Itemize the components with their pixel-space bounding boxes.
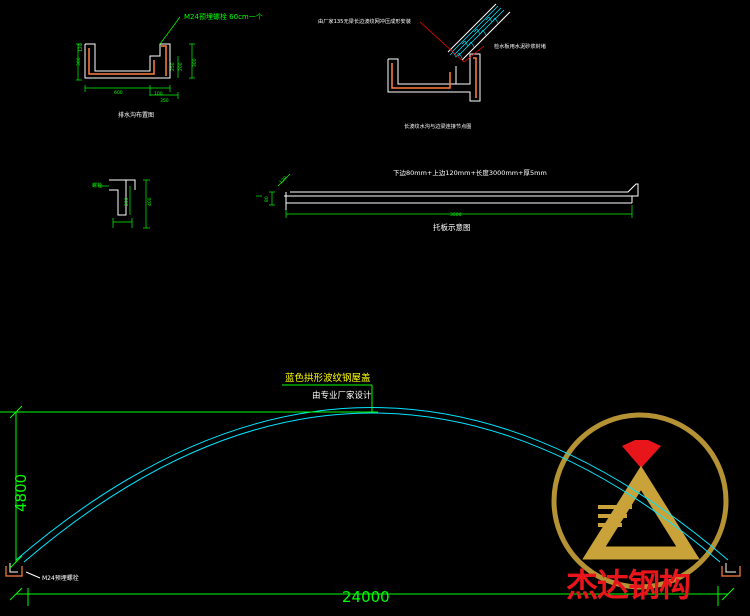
channel-dim-300-right: 300 — [192, 58, 198, 67]
plate-detail: 下边80mm+上边120mm+长度3000mm+厚5mm 120 80 3000… — [256, 168, 639, 232]
plate-caption: 托板示意图 — [433, 222, 471, 232]
gutter-detail: 由厂家135无梁长边波纹网冲压成形安装 检水板用水泥砂浆封堵 长波纹水沟与边梁连… — [318, 3, 546, 130]
channel-detail: M24预埋螺栓 60cm一个 300 120 250 200 300 600 1… — [76, 12, 263, 119]
anchor-note: M24预埋螺栓 — [42, 574, 79, 582]
left-support — [5, 566, 23, 577]
channel-inner-line — [88, 48, 155, 75]
roof-sheet-edge-2 — [461, 11, 511, 61]
right-support-outline — [725, 563, 736, 573]
channel-outline — [84, 43, 171, 79]
arch-subtitle: 由专业厂家设计 — [312, 390, 372, 401]
arch-dimensions — [0, 384, 735, 606]
channel-dim-100: 100 — [154, 91, 163, 97]
bolt-dim-400: 400 — [147, 197, 153, 206]
anchor-leader — [25, 571, 41, 579]
gutter-side-line — [473, 57, 477, 98]
gutter-inner-line — [391, 63, 451, 89]
channel-bolt-leader — [159, 16, 181, 45]
arch-height-label: 4800 — [12, 474, 30, 512]
logo-ring — [551, 412, 729, 590]
right-support — [721, 566, 741, 577]
roof-sheet-corrugation — [449, 5, 505, 59]
channel-dim-120: 120 — [78, 43, 84, 52]
gutter-leader-side — [463, 45, 485, 63]
arch-span-label: 24000 — [342, 588, 390, 606]
channel-dim-350: 350 — [160, 98, 169, 104]
bolt-outline-top — [126, 179, 136, 190]
plate-dim-80-text: 80 — [264, 196, 270, 202]
gutter-leader-top — [419, 21, 465, 63]
logo-diamond — [622, 440, 661, 468]
gutter-note-top: 由厂家135无梁长边波纹网冲压成形安装 — [318, 17, 411, 25]
gutter-caption: 长波纹水沟与边梁连接节点图 — [404, 122, 471, 130]
channel-caption: 排水沟布置图 — [118, 111, 154, 119]
channel-dim-200: 200 — [178, 62, 184, 71]
channel-side-line — [161, 45, 167, 76]
gutter-note-side: 检水板用水泥砂浆封堵 — [494, 42, 546, 50]
channel-bolt-note: M24预埋螺栓 60cm一个 — [184, 12, 263, 21]
gutter-outline — [387, 53, 481, 102]
arch-inner-curve — [23, 412, 721, 563]
company-logo — [551, 412, 729, 590]
left-support-outline — [9, 563, 18, 573]
arch-elevation: 蓝色拱形波纹钢屋盖 由专业厂家设计 4800 24000 M24预埋螺栓 杰达钢… — [0, 372, 741, 606]
plate-spec: 下边80mm+上边120mm+长度3000mm+厚5mm — [393, 168, 547, 177]
plate-dim-120 — [277, 173, 291, 187]
arch-supports — [5, 566, 741, 577]
plate-outline-top — [284, 183, 639, 197]
plate-dim-120-text: 120 — [278, 175, 288, 185]
plate-dim-3000-text: 3000 — [450, 212, 462, 218]
arch-title: 蓝色拱形波纹钢屋盖 — [285, 372, 371, 384]
bolt-detail: 螺栓 200 400 — [92, 179, 153, 229]
channel-dim-600: 600 — [114, 90, 123, 96]
bolt-dim-200: 200 — [124, 197, 130, 206]
channel-dim-300-left: 300 — [76, 57, 82, 66]
channel-dim-250: 250 — [170, 62, 176, 71]
bolt-label: 螺栓 — [92, 182, 102, 189]
roof-sheet-edge-1 — [447, 3, 497, 53]
logo-stripes — [598, 505, 632, 527]
bolt-outline-left — [109, 179, 127, 216]
logo-text: 杰达钢构 — [566, 566, 690, 604]
arch-support-outlines — [9, 563, 736, 579]
